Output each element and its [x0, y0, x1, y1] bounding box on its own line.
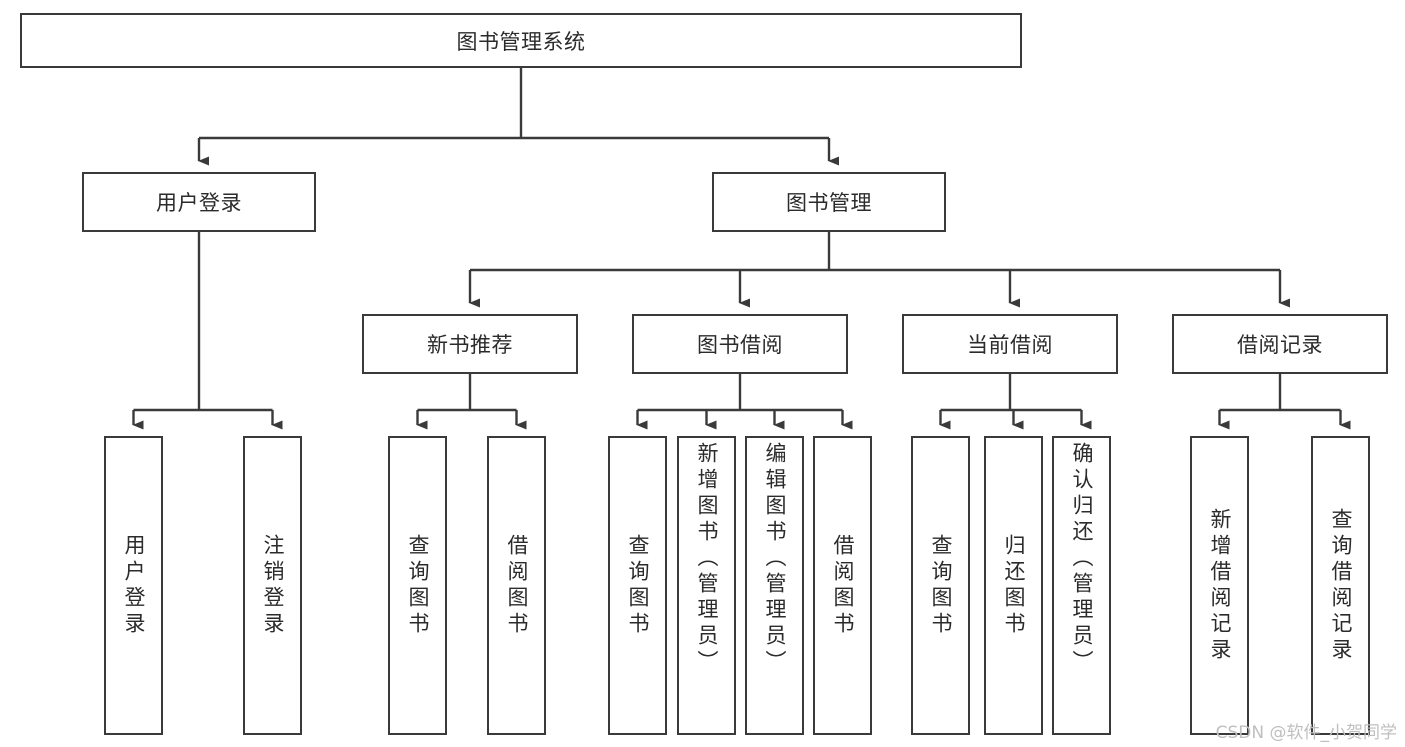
node-borrow-record[interactable]: 借阅记录 — [1172, 314, 1388, 374]
node-label: 查询图书 — [929, 533, 953, 638]
node-book-borrow[interactable]: 图书借阅 — [632, 314, 848, 374]
node-current-borrow[interactable]: 当前借阅 — [902, 314, 1118, 374]
node-label: 确认归还（管理员） — [1070, 442, 1094, 676]
node-leaf-borrow-book-1[interactable]: 借阅图书 — [487, 436, 546, 735]
node-book-manage[interactable]: 图书管理 — [712, 172, 946, 232]
node-label: 查询图书 — [406, 533, 430, 638]
node-leaf-add-book[interactable]: 新增图书（管理员） — [677, 436, 736, 735]
node-leaf-query-book-2[interactable]: 查询图书 — [608, 436, 667, 735]
node-label: 编辑图书（管理员） — [763, 442, 787, 676]
node-leaf-add-record[interactable]: 新增借阅记录 — [1190, 436, 1249, 735]
node-leaf-query-book-3[interactable]: 查询图书 — [911, 436, 970, 735]
node-label: 图书管理系统 — [456, 29, 586, 54]
node-label: 归还图书 — [1002, 533, 1026, 638]
node-leaf-return-book[interactable]: 归还图书 — [984, 436, 1043, 735]
node-leaf-confirm-return[interactable]: 确认归还（管理员） — [1052, 436, 1111, 735]
node-label: 新增借阅记录 — [1208, 507, 1232, 664]
node-leaf-query-book-1[interactable]: 查询图书 — [388, 436, 447, 735]
node-new-book-rec[interactable]: 新书推荐 — [362, 314, 578, 374]
node-root[interactable]: 图书管理系统 — [20, 13, 1022, 68]
node-leaf-query-record[interactable]: 查询借阅记录 — [1311, 436, 1370, 735]
node-label: 图书借阅 — [697, 333, 783, 357]
node-label: 当前借阅 — [967, 333, 1053, 357]
node-label: 查询借阅记录 — [1329, 507, 1353, 664]
node-label: 新增图书（管理员） — [695, 442, 719, 676]
node-leaf-borrow-book-2[interactable]: 借阅图书 — [813, 436, 872, 735]
node-leaf-edit-book[interactable]: 编辑图书（管理员） — [745, 436, 804, 735]
node-leaf-logout[interactable]: 注销登录 — [243, 436, 302, 735]
node-label: 用户登录 — [122, 533, 146, 638]
node-label: 注销登录 — [261, 533, 285, 638]
node-label: 用户登录 — [156, 191, 242, 215]
node-label: 借阅图书 — [505, 533, 529, 638]
node-label: 新书推荐 — [427, 333, 513, 357]
csdn-watermark: CSDN @软件_小贺同学 — [1215, 723, 1397, 743]
node-label: 图书管理 — [786, 191, 872, 215]
node-label: 查询图书 — [626, 533, 650, 638]
node-label: 借阅记录 — [1237, 333, 1323, 357]
node-user-login[interactable]: 用户登录 — [82, 172, 316, 232]
node-leaf-user-login[interactable]: 用户登录 — [104, 436, 163, 735]
node-label: 借阅图书 — [831, 533, 855, 638]
